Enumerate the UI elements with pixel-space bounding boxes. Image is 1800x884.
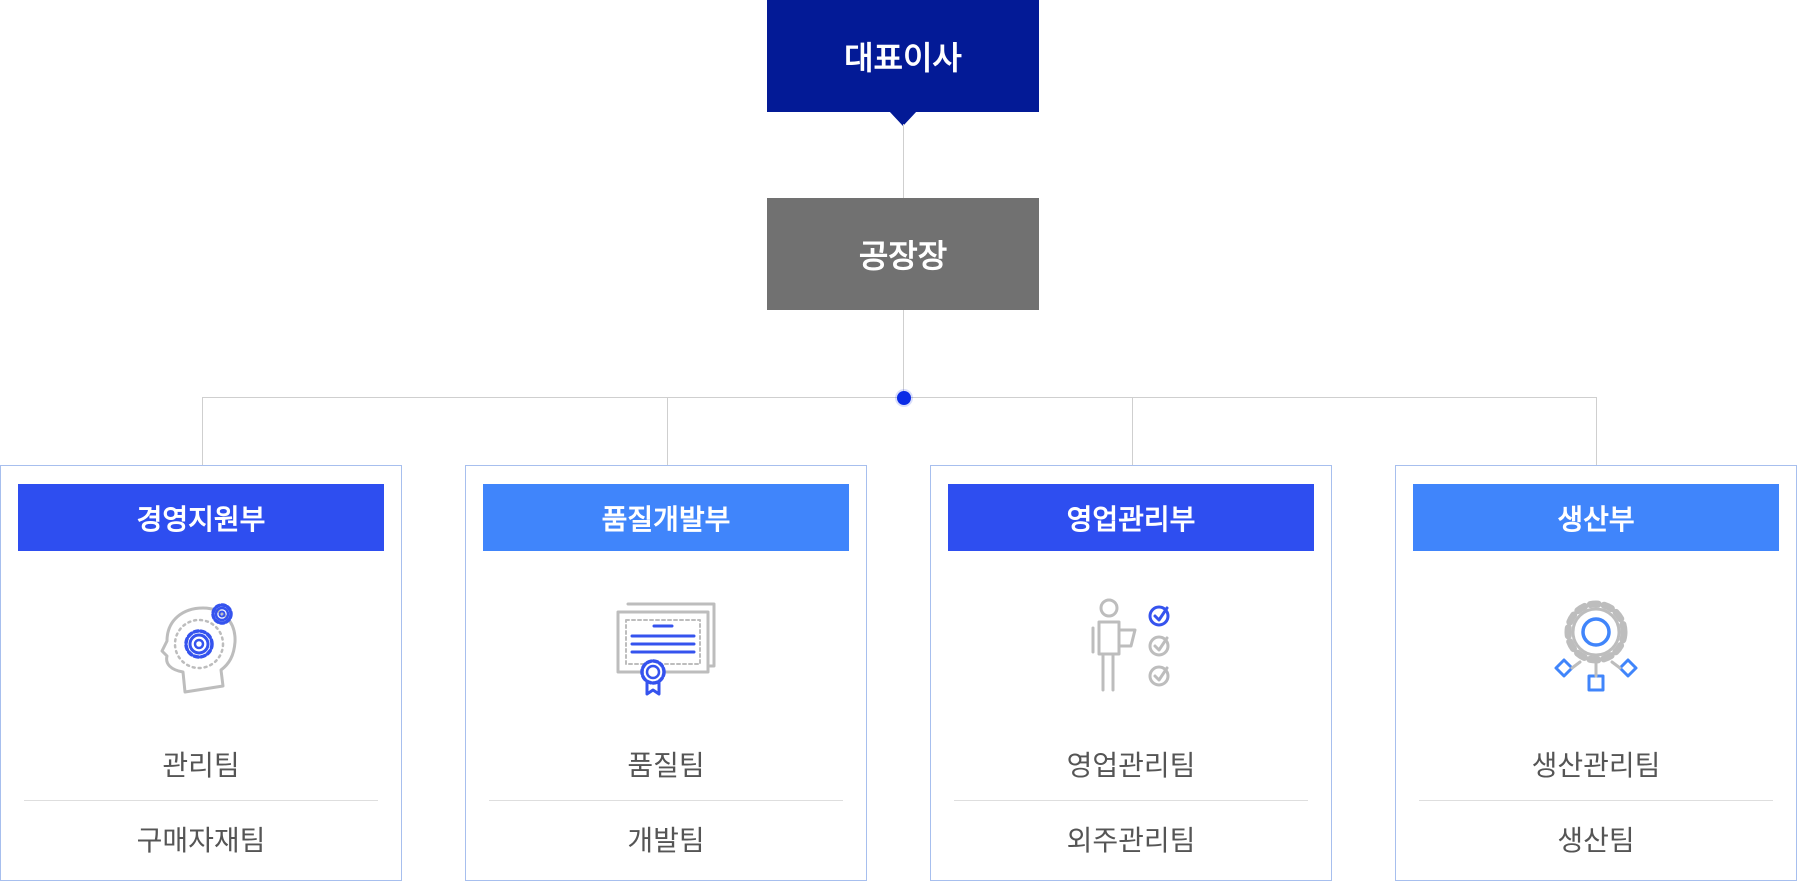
head-gears-icon bbox=[141, 594, 261, 704]
team-name: 관리팀 bbox=[162, 749, 240, 782]
team-name: 생산팀 bbox=[1557, 824, 1635, 857]
dept-name: 품질개발부 bbox=[601, 502, 731, 536]
connector-plant-junction bbox=[903, 310, 904, 398]
dept-card-production: 생산부 생산관리팀 생산팀 bbox=[1395, 465, 1797, 881]
team-name: 개발팀 bbox=[627, 824, 705, 857]
team-name: 외주관리팀 bbox=[1066, 824, 1196, 857]
gear-process-icon bbox=[1536, 594, 1656, 704]
certificate-icon bbox=[606, 594, 726, 704]
ceo-box-pointer bbox=[889, 111, 917, 126]
team-name: 구매자재팀 bbox=[136, 824, 266, 857]
ceo-box: 대표이사 bbox=[767, 0, 1039, 112]
ceo-title: 대표이사 bbox=[844, 39, 962, 77]
team-divider bbox=[489, 800, 843, 801]
team-name: 품질팀 bbox=[627, 749, 705, 782]
team-name: 생산관리팀 bbox=[1531, 749, 1661, 782]
dept-header: 생산부 bbox=[1413, 484, 1779, 551]
person-checklist-icon bbox=[1071, 594, 1191, 704]
team-divider bbox=[954, 800, 1308, 801]
connector-dept-2 bbox=[667, 397, 668, 465]
dept-name: 경영지원부 bbox=[136, 502, 266, 536]
team-divider bbox=[1419, 800, 1773, 801]
team-name: 영업관리팀 bbox=[1066, 749, 1196, 782]
dept-card-sales-management: 영업관리부 영업관리팀 외주관리팀 bbox=[930, 465, 1332, 881]
plant-manager-title: 공장장 bbox=[858, 237, 948, 275]
plant-manager-box: 공장장 bbox=[767, 198, 1039, 310]
dept-header: 영업관리부 bbox=[948, 484, 1314, 551]
connector-dept-4 bbox=[1596, 397, 1597, 465]
connector-ceo-plant bbox=[903, 124, 904, 198]
dept-name: 생산부 bbox=[1557, 502, 1635, 536]
junction-dot bbox=[897, 391, 911, 405]
dept-header: 경영지원부 bbox=[18, 484, 384, 551]
dept-card-management-support: 경영지원부 관리팀 구매자재팀 bbox=[0, 465, 402, 881]
connector-dept-1 bbox=[202, 397, 203, 465]
dept-header: 품질개발부 bbox=[483, 484, 849, 551]
connector-dept-3 bbox=[1132, 397, 1133, 465]
team-divider bbox=[24, 800, 378, 801]
dept-card-quality-development: 품질개발부 품질팀 개발팀 bbox=[465, 465, 867, 881]
dept-name: 영업관리부 bbox=[1066, 502, 1196, 536]
